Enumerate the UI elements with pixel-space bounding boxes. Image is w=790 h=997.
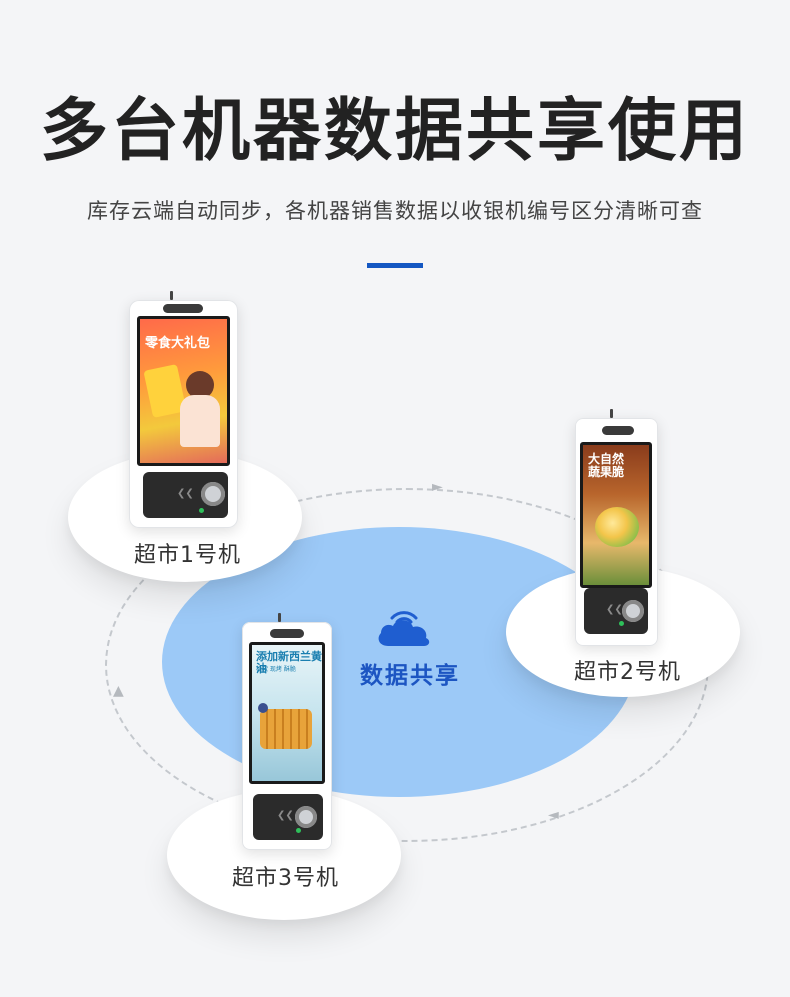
ad-screen-3: 添加新西兰黄油 松软 现烤 酥脆 xyxy=(249,642,325,784)
fruit-chips-icon xyxy=(595,507,639,547)
ad-screen-1: 零食大礼包 xyxy=(137,316,230,466)
ad-screen-2: 大自然蔬果脆 xyxy=(580,442,652,588)
kiosk-2: 大自然蔬果脆 ❮❮ xyxy=(575,409,658,646)
sync-arrow-icon: ◄ xyxy=(548,807,559,823)
accent-divider xyxy=(367,263,423,268)
machine-label-3: 超市3号机 xyxy=(232,866,339,891)
sync-arrow-icon: ► xyxy=(432,479,443,495)
sync-arrow-icon: ▲ xyxy=(113,683,124,699)
cloud-wifi-icon xyxy=(378,611,430,646)
machine-label-1: 超市1号机 xyxy=(134,543,241,568)
page-subtitle: 库存云端自动同步，各机器销售数据以收银机编号区分清晰可查 xyxy=(87,199,703,223)
ad-subtitle-3: 松软 现烤 酥脆 xyxy=(256,666,296,673)
status-led xyxy=(619,621,624,626)
waffle-icon xyxy=(260,709,312,749)
nfc-icon: ❮❮ xyxy=(606,604,623,615)
camera-icon xyxy=(602,426,634,435)
machine-label-2: 超市2号机 xyxy=(574,660,681,685)
scanner-panel-1: ❮❮ xyxy=(143,472,228,518)
scanner-panel-2: ❮❮ xyxy=(584,588,648,634)
kiosk-3: 添加新西兰黄油 松软 现烤 酥脆 ❮❮ xyxy=(242,613,332,850)
status-led xyxy=(296,828,301,833)
nfc-icon: ❮❮ xyxy=(277,810,294,821)
camera-icon xyxy=(270,629,304,638)
qr-scanner-icon xyxy=(622,600,644,622)
kiosk-1: 零食大礼包 ❮❮ xyxy=(129,291,238,528)
ad-title-3: 添加新西兰黄油 xyxy=(256,650,322,675)
nfc-icon: ❮❮ xyxy=(177,488,194,499)
status-led xyxy=(199,508,204,513)
scanner-panel-3: ❮❮ xyxy=(253,794,323,840)
berry-icon xyxy=(258,703,268,713)
qr-scanner-icon xyxy=(295,806,317,828)
page-title: 多台机器数据共享使用 xyxy=(39,92,750,171)
data-share-label: 数据共享 xyxy=(360,663,460,689)
person-figure xyxy=(186,371,214,399)
qr-scanner-icon xyxy=(201,482,225,506)
ad-title-1: 零食大礼包 xyxy=(145,336,211,351)
ad-title-2: 大自然蔬果脆 xyxy=(588,452,625,479)
camera-icon xyxy=(163,304,203,313)
